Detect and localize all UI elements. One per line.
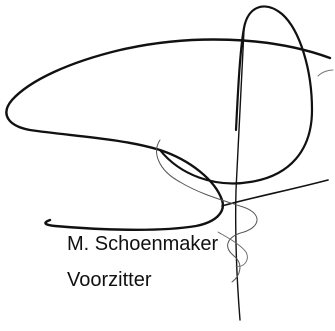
signature-stroke bbox=[217, 231, 248, 267]
signatory-role: Voorzitter bbox=[67, 269, 152, 291]
signature-stroke bbox=[158, 5, 314, 185]
signature-stroke bbox=[5, 38, 332, 231]
signature-stroke bbox=[317, 69, 334, 77]
signature-stroke bbox=[156, 139, 258, 283]
signatory-name: M. Schoenmaker bbox=[67, 233, 219, 255]
signature-stroke bbox=[234, 29, 245, 321]
